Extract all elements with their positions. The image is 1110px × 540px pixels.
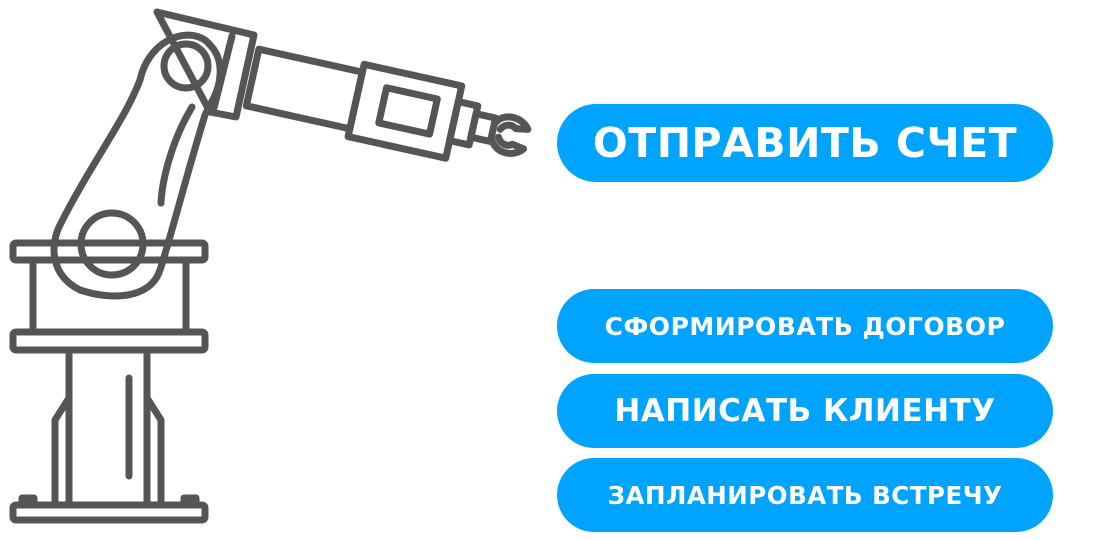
robot-link xyxy=(50,31,224,300)
message-client-button[interactable]: НАПИСАТЬ КЛИЕНТУ xyxy=(557,374,1053,448)
robot-top-plate xyxy=(9,239,209,264)
schedule-meeting-button[interactable]: ЗАПЛАНИРОВАТЬ ВСТРЕЧУ xyxy=(557,458,1053,532)
robot-bottom-plate xyxy=(9,501,209,524)
robot-shoulder xyxy=(153,8,258,121)
robot-column xyxy=(65,346,151,509)
robot-braces xyxy=(51,394,165,509)
robot-link-detail xyxy=(157,103,196,207)
robot-middle-plate xyxy=(9,328,209,354)
robot-forearm xyxy=(242,45,532,162)
robot-upper-housing xyxy=(29,256,190,336)
robot-feet xyxy=(18,494,200,509)
send-invoice-button[interactable]: ОТПРАВИТЬ СЧЕТ xyxy=(557,104,1053,182)
robot-arm-icon xyxy=(9,8,532,524)
robot-upper-joint xyxy=(160,40,212,92)
create-contract-button[interactable]: СФОРМИРОВАТЬ ДОГОВОР xyxy=(557,289,1053,363)
robot-gripper xyxy=(487,113,532,157)
robot-lower-joint xyxy=(77,209,147,279)
